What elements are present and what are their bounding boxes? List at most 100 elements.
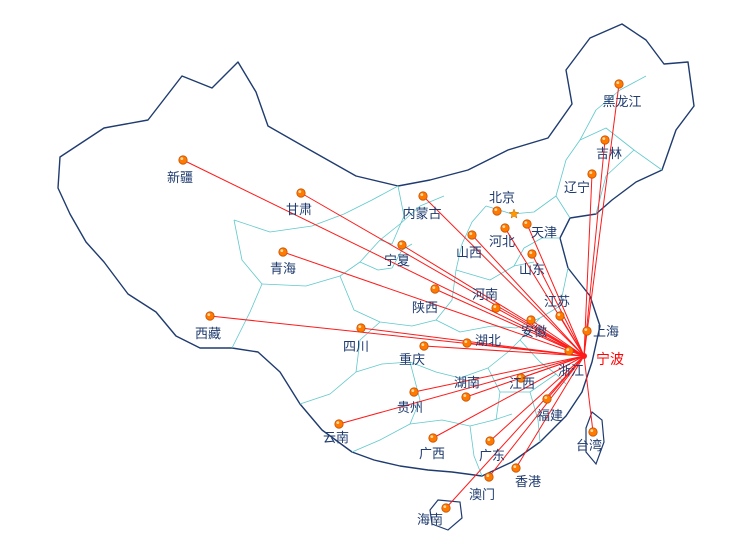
marker-gansu[interactable] — [296, 188, 306, 198]
route-line-shanxi — [471, 234, 585, 357]
marker-henan[interactable] — [491, 303, 501, 313]
label-tianjin: 天津 — [531, 226, 557, 241]
route-line-hainan — [445, 355, 585, 509]
marker-highlight — [336, 421, 340, 424]
label-jiangxi: 江西 — [509, 377, 535, 392]
marker-xianggang[interactable] — [511, 463, 521, 473]
marker-anhui[interactable] — [526, 315, 536, 325]
marker-highlight — [544, 396, 548, 399]
marker-highlight — [411, 389, 415, 392]
marker-heilongjiang[interactable] — [614, 79, 624, 89]
label-yunnan: 云南 — [323, 430, 349, 446]
marker-qinghai[interactable] — [278, 247, 288, 257]
route-line-guizhou — [413, 355, 585, 393]
route-line-shandong — [531, 253, 585, 357]
label-hunan: 湖南 — [454, 375, 480, 391]
province-labels: 黑龙江吉林辽宁新疆甘肃内蒙古北京天津河北山西宁夏青海山东河南陕西江苏西藏安徽上海… — [167, 95, 642, 528]
marker-beijing[interactable] — [492, 206, 502, 216]
marker-highlight — [528, 317, 532, 320]
marker-highlight — [590, 429, 594, 432]
label-liaoning: 辽宁 — [564, 180, 590, 196]
label-hebei: 河北 — [489, 235, 515, 250]
marker-jiangsu[interactable] — [555, 311, 565, 321]
marker-highlight — [486, 474, 490, 477]
label-xizang: 西藏 — [195, 327, 221, 342]
marker-jilin[interactable] — [600, 135, 610, 145]
taiwan-island-outline — [585, 411, 605, 466]
route-line-xianggang — [515, 355, 585, 469]
route-line-chongqing — [423, 345, 585, 357]
label-neimenggu: 内蒙古 — [402, 206, 441, 222]
marker-highlight — [494, 208, 498, 212]
marker-highlight — [602, 137, 606, 141]
marker-sichuan[interactable] — [356, 323, 366, 333]
marker-shanghai[interactable] — [582, 326, 592, 336]
marker-highlight — [518, 375, 522, 378]
marker-highlight — [502, 225, 506, 229]
marker-hainan[interactable] — [441, 503, 451, 513]
marker-highlight — [589, 171, 593, 175]
marker-highlight — [557, 313, 561, 316]
marker-zhejiang[interactable] — [564, 346, 574, 356]
marker-highlight — [464, 340, 468, 343]
marker-highlight — [180, 157, 184, 161]
marker-yunnan[interactable] — [334, 419, 344, 429]
province-border-line — [469, 425, 483, 477]
marker-shaanxi[interactable] — [430, 284, 440, 294]
label-shandong: 山东 — [519, 263, 545, 278]
province-border-line — [435, 205, 487, 321]
marker-highlight — [584, 328, 588, 331]
marker-guizhou[interactable] — [409, 387, 419, 397]
marker-neimenggu[interactable] — [418, 191, 428, 201]
province-border-line — [455, 261, 535, 281]
marker-taiwan[interactable] — [588, 427, 598, 437]
marker-highlight — [432, 286, 436, 289]
marker-highlight — [487, 438, 491, 441]
label-jiangsu: 江苏 — [544, 294, 570, 310]
province-markers — [178, 79, 624, 513]
label-beijing: 北京 — [489, 191, 515, 206]
marker-guangxi[interactable] — [428, 433, 438, 443]
label-sichuan: 四川 — [343, 340, 369, 355]
marker-chongqing[interactable] — [419, 341, 429, 351]
marker-highlight — [420, 193, 424, 197]
province-border-line — [355, 321, 381, 373]
marker-highlight — [207, 313, 211, 316]
route-line-guangxi — [432, 355, 585, 439]
china-outline — [57, 23, 695, 531]
marker-aomen[interactable] — [484, 472, 494, 482]
marker-liaoning[interactable] — [587, 169, 597, 179]
marker-xizang[interactable] — [205, 311, 215, 321]
marker-tianjin[interactable] — [522, 219, 532, 229]
marker-hebei[interactable] — [500, 223, 510, 233]
province-border-line — [299, 361, 461, 405]
route-line-anhui — [530, 319, 585, 357]
marker-shanxi[interactable] — [467, 230, 477, 240]
hub-marker[interactable] — [581, 353, 587, 359]
province-border-line — [513, 237, 560, 267]
route-line-taiwan — [583, 355, 594, 433]
marker-shandong[interactable] — [527, 249, 537, 259]
marker-highlight — [298, 190, 302, 194]
route-line-jilin — [583, 139, 606, 357]
route-line-jiangxi — [520, 355, 585, 379]
marker-highlight — [529, 251, 533, 255]
marker-highlight — [463, 394, 467, 397]
label-zhejiang: 浙江 — [558, 364, 584, 379]
marker-guangdong[interactable] — [485, 436, 495, 446]
marker-xinjiang[interactable] — [178, 155, 188, 165]
marker-ningxia[interactable] — [397, 240, 407, 250]
label-ningxia: 宁夏 — [384, 253, 410, 269]
marker-hunan[interactable] — [461, 392, 471, 402]
label-fujian: 福建 — [537, 409, 563, 424]
marker-hubei[interactable] — [462, 338, 472, 348]
label-shaanxi: 陕西 — [412, 301, 438, 316]
route-line-jiangsu — [559, 315, 585, 357]
province-border-line — [435, 267, 569, 333]
marker-highlight — [421, 343, 425, 346]
marker-fujian[interactable] — [542, 394, 552, 404]
label-xianggang: 香港 — [515, 475, 541, 490]
province-border-line — [529, 391, 541, 443]
province-border-line — [595, 149, 663, 215]
route-line-aomen — [488, 355, 585, 478]
